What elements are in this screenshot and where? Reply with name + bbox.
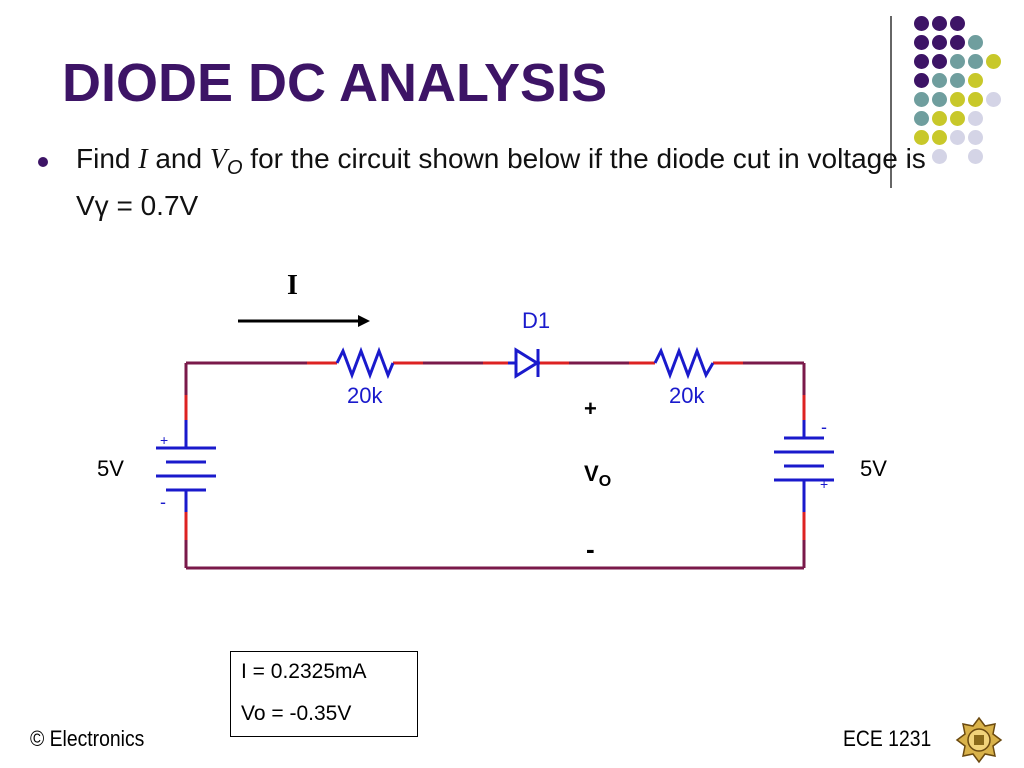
bullet-find: Find xyxy=(76,143,139,174)
divider-line xyxy=(890,16,892,188)
dot xyxy=(932,149,947,164)
source-left-label: 5V xyxy=(97,456,124,481)
dot xyxy=(950,73,965,88)
vo-label: VO xyxy=(584,461,611,491)
dot xyxy=(950,35,965,50)
bullet-var-v: V xyxy=(209,144,227,175)
right-source-minus: - xyxy=(821,417,827,437)
battery-left-icon xyxy=(156,420,216,512)
dot xyxy=(932,130,947,145)
answer-box: I = 0.2325mA Vo = -0.35V xyxy=(230,651,418,737)
dot xyxy=(968,149,983,164)
dot xyxy=(950,54,965,69)
terminal-segments xyxy=(184,361,806,540)
bullet-icon xyxy=(38,157,48,167)
dot xyxy=(968,92,983,107)
dot xyxy=(986,92,1001,107)
vo-sub: O xyxy=(598,473,612,490)
slide-title: DIODE DC ANALYSIS xyxy=(62,53,608,113)
dot xyxy=(914,35,929,50)
bullet-var-i: I xyxy=(138,144,148,175)
university-logo-icon xyxy=(955,716,1003,764)
resistor-left-icon xyxy=(335,346,395,380)
dot xyxy=(914,130,929,145)
dot xyxy=(932,92,947,107)
dot xyxy=(914,73,929,88)
dot xyxy=(932,111,947,126)
dot xyxy=(932,54,947,69)
dot xyxy=(914,16,929,31)
current-arrow-icon xyxy=(238,315,370,327)
dot xyxy=(932,35,947,50)
resistor-right-label: 20k xyxy=(669,383,705,408)
bullet-sub-o: O xyxy=(226,157,243,179)
footer-course-code: ECE 1231 xyxy=(843,726,932,751)
dot xyxy=(932,73,947,88)
dot xyxy=(950,92,965,107)
dot xyxy=(914,92,929,107)
footer-left-text: © Electronics xyxy=(30,726,145,751)
bullet-rest: for the circuit shown below if the diode… xyxy=(76,143,926,221)
left-source-plus: + xyxy=(160,432,169,448)
dot xyxy=(950,130,965,145)
left-source-minus: - xyxy=(160,492,166,512)
dot xyxy=(950,16,965,31)
bullet-and: and xyxy=(147,143,210,174)
diode-icon xyxy=(508,347,540,379)
resistor-right-icon xyxy=(653,346,715,380)
dot xyxy=(968,35,983,50)
diode-label: D1 xyxy=(522,308,551,333)
dot xyxy=(986,54,1001,69)
resistor-left-label: 20k xyxy=(347,383,383,408)
dot xyxy=(914,111,929,126)
vo-plus: + xyxy=(584,396,597,421)
circuit-wires xyxy=(184,361,806,570)
source-right-label: 5V xyxy=(860,456,887,481)
dot xyxy=(968,73,983,88)
vo-minus: - xyxy=(586,534,595,564)
vo-v: V xyxy=(584,461,599,486)
current-label: I xyxy=(287,270,298,301)
answer-voltage: Vo = -0.35V xyxy=(241,702,352,725)
battery-right-icon xyxy=(774,420,834,512)
dot xyxy=(914,54,929,69)
dot xyxy=(950,111,965,126)
dot xyxy=(968,111,983,126)
dot xyxy=(968,54,983,69)
dot xyxy=(968,130,983,145)
right-source-plus: + xyxy=(820,476,829,492)
answer-current: I = 0.2325mA xyxy=(241,660,367,683)
bullet-text: Find I and VO for the circuit shown belo… xyxy=(76,140,936,224)
dot xyxy=(932,16,947,31)
